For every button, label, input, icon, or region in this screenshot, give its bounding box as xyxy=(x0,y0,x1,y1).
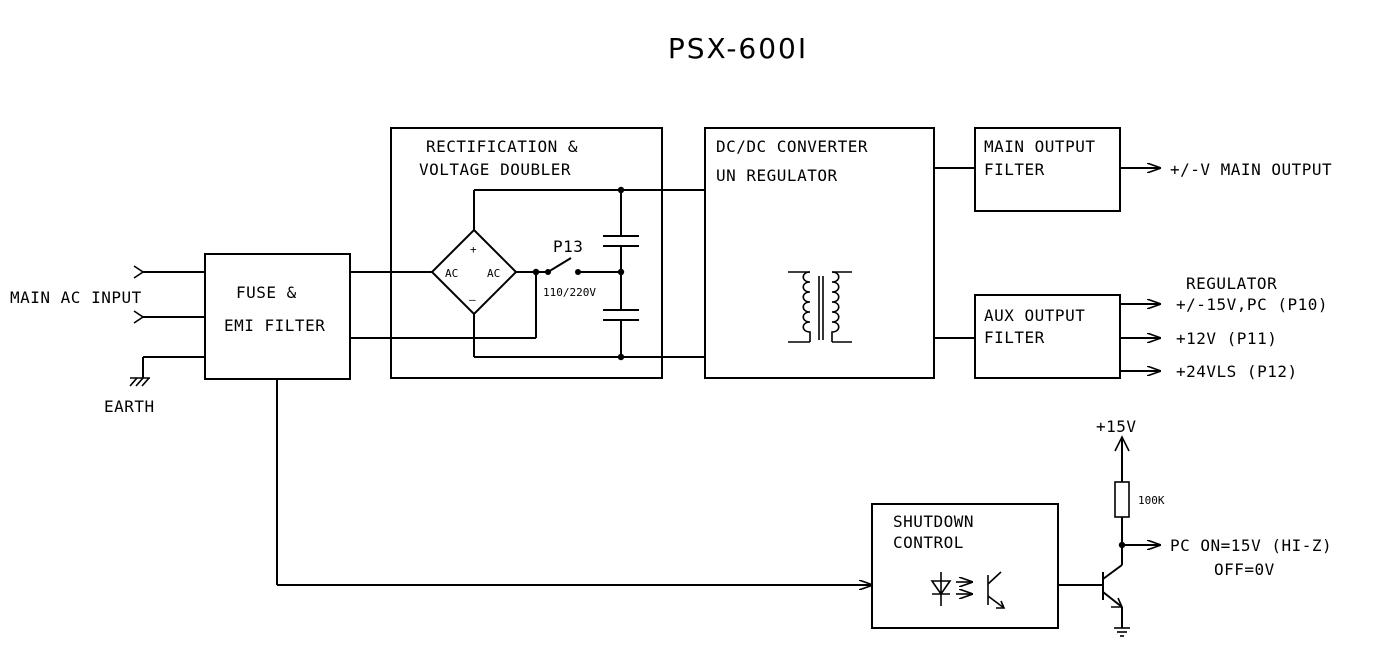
svg-text:+: + xyxy=(470,243,477,256)
fuse-filter-line2: EMI FILTER xyxy=(224,316,325,335)
resistor-label: 100K xyxy=(1138,494,1165,507)
aux-output-3-label: +24VLS (P12) xyxy=(1176,362,1298,381)
bridge-rectifier-icon: + – AC AC xyxy=(430,228,518,316)
aux-output-2-label: +12V (P11) xyxy=(1176,329,1277,348)
switch-label: 110/220V xyxy=(543,286,596,299)
transformer-icon xyxy=(788,271,852,343)
main-output-label: +/-V MAIN OUTPUT xyxy=(1170,160,1332,179)
main-ac-input: MAIN AC INPUT xyxy=(10,265,205,324)
dcdc-converter-block: DC/DC CONVERTER UN REGULATOR xyxy=(704,127,935,379)
svg-text:AC: AC xyxy=(487,267,500,280)
pc-off-label: OFF=0V xyxy=(1214,560,1275,579)
shutdown-control-line1: SHUTDOWN xyxy=(893,512,974,531)
main-output-filter-block: MAIN OUTPUT FILTER xyxy=(974,127,1121,212)
svg-text:–: – xyxy=(469,293,476,306)
shutdown-control-block: SHUTDOWN CONTROL xyxy=(871,503,1059,629)
converter-line1: DC/DC CONVERTER xyxy=(716,137,868,156)
main-output-filter-line2: FILTER xyxy=(984,160,1045,179)
ground-icon xyxy=(1114,607,1130,637)
diagram-title: PSX-600I xyxy=(668,32,808,65)
rectification-line2: VOLTAGE DOUBLER xyxy=(419,160,571,179)
fuse-emi-filter-block: FUSE & EMI FILTER xyxy=(204,253,351,380)
switch-name: P13 xyxy=(553,237,583,256)
regulator-label: REGULATOR xyxy=(1186,274,1277,293)
rectification-line1: RECTIFICATION & xyxy=(426,137,578,156)
earth-label: EARTH xyxy=(104,397,155,416)
aux-output-1-label: +/-15V,PC (P10) xyxy=(1176,295,1328,314)
supply-label: +15V xyxy=(1096,417,1137,436)
earth-ground-icon: EARTH xyxy=(104,356,205,416)
converter-line2: UN REGULATOR xyxy=(716,166,838,185)
p13-switch-icon: P13 110/220V xyxy=(532,237,596,299)
capacitor-icon xyxy=(603,186,639,361)
optocoupler-icon xyxy=(930,571,1006,609)
main-output-filter-line1: MAIN OUTPUT xyxy=(984,137,1095,156)
aux-output-filter-line1: AUX OUTPUT xyxy=(984,306,1085,325)
main-ac-input-label: MAIN AC INPUT xyxy=(10,288,142,307)
rectification-block: RECTIFICATION & VOLTAGE DOUBLER xyxy=(390,127,663,379)
pc-on-label: PC ON=15V (HI-Z) xyxy=(1170,536,1332,555)
aux-output-filter-line2: FILTER xyxy=(984,328,1045,347)
fuse-filter-line1: FUSE & xyxy=(236,283,297,302)
aux-output-filter-block: AUX OUTPUT FILTER xyxy=(974,294,1121,379)
resistor-100k-icon: 100K xyxy=(1114,481,1165,518)
svg-text:AC: AC xyxy=(445,267,458,280)
shutdown-control-line2: CONTROL xyxy=(893,533,964,552)
transistor-icon xyxy=(1102,564,1124,608)
